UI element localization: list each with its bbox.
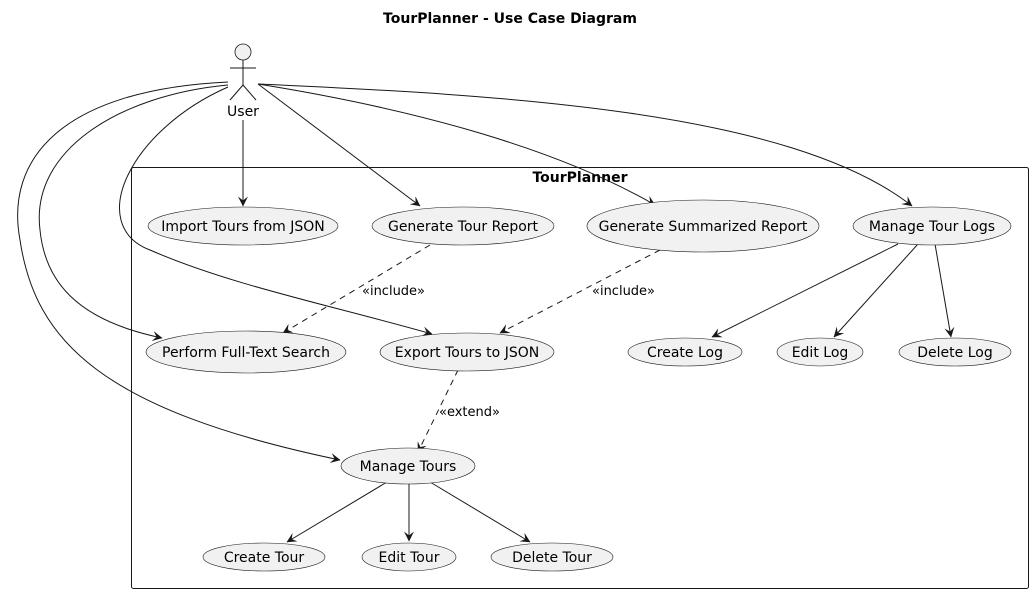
system-title: TourPlanner bbox=[532, 170, 627, 186]
edge-summary-include-export bbox=[499, 249, 661, 334]
edge-user-report bbox=[257, 83, 421, 207]
edge-logs-delete bbox=[934, 243, 955, 338]
use-case-export: Export Tours to JSON bbox=[379, 332, 555, 372]
use-case-search: Perform Full-Text Search bbox=[145, 330, 347, 374]
use-case-import: Import Tours from JSON bbox=[147, 206, 339, 246]
use-case-create-tour: Create Tour bbox=[202, 542, 326, 572]
svg-text:Delete Log: Delete Log bbox=[917, 345, 992, 361]
edge-tours-create bbox=[286, 481, 388, 543]
use-case-logs: Manage Tour Logs bbox=[852, 206, 1012, 246]
svg-text:Import Tours from JSON: Import Tours from JSON bbox=[161, 219, 325, 235]
svg-text:Generate Summarized Report: Generate Summarized Report bbox=[599, 219, 808, 235]
svg-text:Create Tour: Create Tour bbox=[224, 550, 305, 566]
system-boundary bbox=[131, 167, 1029, 589]
edge-tours-delete bbox=[429, 481, 531, 543]
user-actor bbox=[229, 43, 257, 101]
edge-export-extend-tours bbox=[417, 369, 459, 453]
svg-text:Create Log: Create Log bbox=[647, 345, 723, 361]
diagram-title: TourPlanner - Use Case Diagram bbox=[383, 11, 637, 27]
use-case-delete-tour: Delete Tour bbox=[490, 542, 614, 572]
edge-user-tours bbox=[17, 81, 341, 463]
svg-text:Delete Tour: Delete Tour bbox=[512, 550, 592, 566]
use-case-report: Generate Tour Report bbox=[371, 206, 555, 246]
edge-logs-create bbox=[711, 243, 899, 338]
edge-user-summary bbox=[257, 83, 656, 206]
use-case-tours: Manage Tours bbox=[340, 447, 476, 485]
actor-label: User bbox=[227, 104, 259, 120]
use-case-edit-log: Edit Log bbox=[776, 337, 864, 367]
svg-text:Perform Full-Text Search: Perform Full-Text Search bbox=[162, 345, 330, 361]
svg-text:Generate Tour Report: Generate Tour Report bbox=[388, 219, 539, 235]
edge-user-logs bbox=[257, 83, 913, 207]
use-case-create-log: Create Log bbox=[627, 337, 743, 367]
include-label-summary: «include» bbox=[592, 284, 655, 299]
edge-user-export bbox=[119, 86, 433, 337]
svg-text:Manage Tours: Manage Tours bbox=[360, 459, 457, 475]
edge-logs-edit bbox=[833, 243, 919, 338]
use-case-edit-tour: Edit Tour bbox=[361, 542, 457, 572]
extend-label: «extend» bbox=[439, 405, 500, 420]
include-label-report: «include» bbox=[362, 284, 425, 299]
edge-user-search bbox=[38, 84, 229, 341]
svg-text:Export Tours to JSON: Export Tours to JSON bbox=[395, 345, 539, 361]
svg-text:Manage Tour Logs: Manage Tour Logs bbox=[869, 219, 995, 235]
use-case-delete-log: Delete Log bbox=[898, 337, 1012, 367]
svg-text:Edit Log: Edit Log bbox=[792, 345, 849, 361]
svg-text:Edit Tour: Edit Tour bbox=[379, 550, 440, 566]
use-case-summary: Generate Summarized Report bbox=[586, 199, 820, 253]
